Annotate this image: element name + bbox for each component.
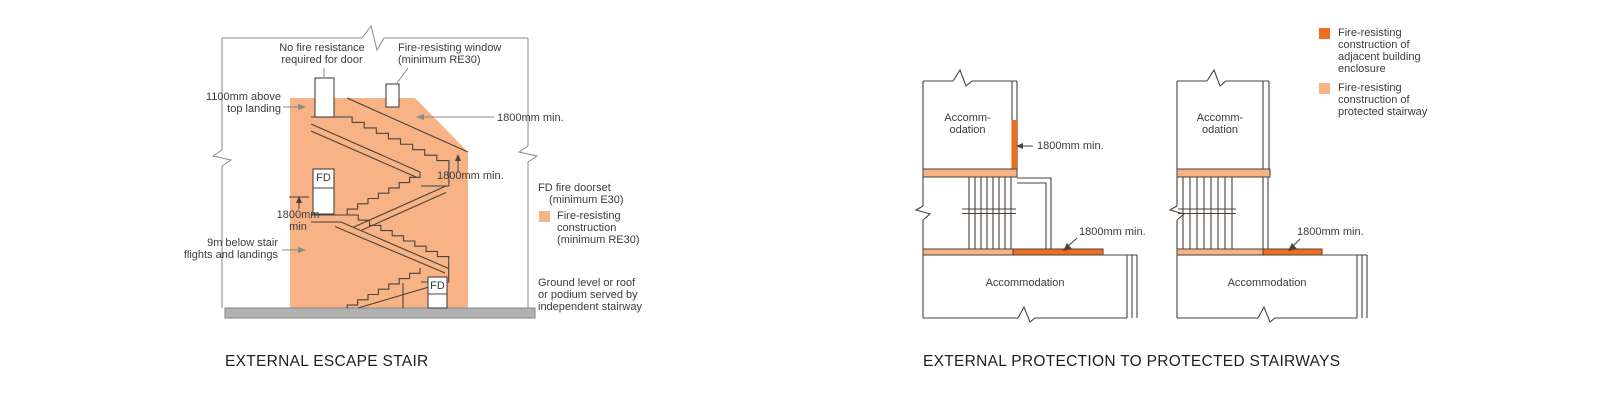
legend-adjacent-enclosure-label: Fire-resisting construction of adjacent … xyxy=(1338,27,1421,75)
adjacent-enclosure-protection-a-floor xyxy=(1012,248,1104,256)
fire-door-bottom-label: FD xyxy=(430,280,445,292)
room-label-b-top: Accomm- odation xyxy=(1196,112,1244,136)
legend-fd-detail: (minimum E30) xyxy=(549,194,624,206)
legend-swatch-light xyxy=(1319,83,1330,94)
protected-stairways-drawing xyxy=(914,68,1368,323)
fire-doorset-bottom xyxy=(427,276,448,309)
stairway-floor-a-upper xyxy=(922,168,1018,178)
ground-strip xyxy=(224,307,536,319)
dim-floor-a-label: 1800mm min. xyxy=(1079,226,1146,238)
legend-protected-stairway-label: Fire-resisting construction of protected… xyxy=(1338,82,1428,118)
caption-external-protection: EXTERNAL PROTECTION TO PROTECTED STAIRWA… xyxy=(923,353,1341,370)
below-stair-note: 9m below stair flights and landings xyxy=(183,237,278,261)
dim-door-label: 1800mm min xyxy=(276,209,320,233)
dim-floor-b-label: 1800mm min. xyxy=(1297,226,1364,238)
room-label-a-top: Accomm- odation xyxy=(944,112,991,136)
fire-resisting-window xyxy=(385,83,400,108)
dim-wall-a-label: 1800mm min. xyxy=(1037,140,1104,152)
legend-construction: Fire-resisting construction (minimum RE3… xyxy=(557,210,640,246)
legend-swatch-dark xyxy=(1319,28,1330,39)
stairway-floor-a-lower xyxy=(922,248,1014,256)
fire-resisting-construction-area xyxy=(290,98,468,308)
fire-doorset-mid xyxy=(312,168,335,215)
stairway-floor-b-lower xyxy=(1176,248,1264,256)
ground-level-note: Ground level or roof or podium served by… xyxy=(538,277,642,313)
adjacent-enclosure-protection-a xyxy=(1011,120,1017,169)
window-note: Fire-resisting window (minimum RE30) xyxy=(398,42,502,66)
escape-stair-drawing xyxy=(211,24,539,319)
top-landing-note: 1100mm above top landing xyxy=(205,91,281,115)
legend-protected-stairway: Fire-resisting construction of protected… xyxy=(1319,82,1427,118)
dim-flight-label: 1800mm min. xyxy=(437,170,504,182)
stairway-floor-b-upper xyxy=(1176,168,1271,178)
top-exit-door xyxy=(314,77,335,118)
dim-boundary-label: 1800mm min. xyxy=(497,112,564,124)
fire-door-mid-label: FD xyxy=(316,172,331,184)
door-note: No fire resistance required for door xyxy=(279,42,365,66)
room-label-b-bottom: Accommodation xyxy=(1227,277,1307,289)
legend-adjacent-enclosure: Fire-resisting construction of adjacent … xyxy=(1319,27,1421,75)
legend-fd-title: FD fire doorset xyxy=(538,182,611,194)
legend-swatch-fire-resisting xyxy=(539,211,550,222)
room-label-a-bottom: Accommodation xyxy=(985,277,1065,289)
caption-external-escape-stair: EXTERNAL ESCAPE STAIR xyxy=(225,353,429,370)
